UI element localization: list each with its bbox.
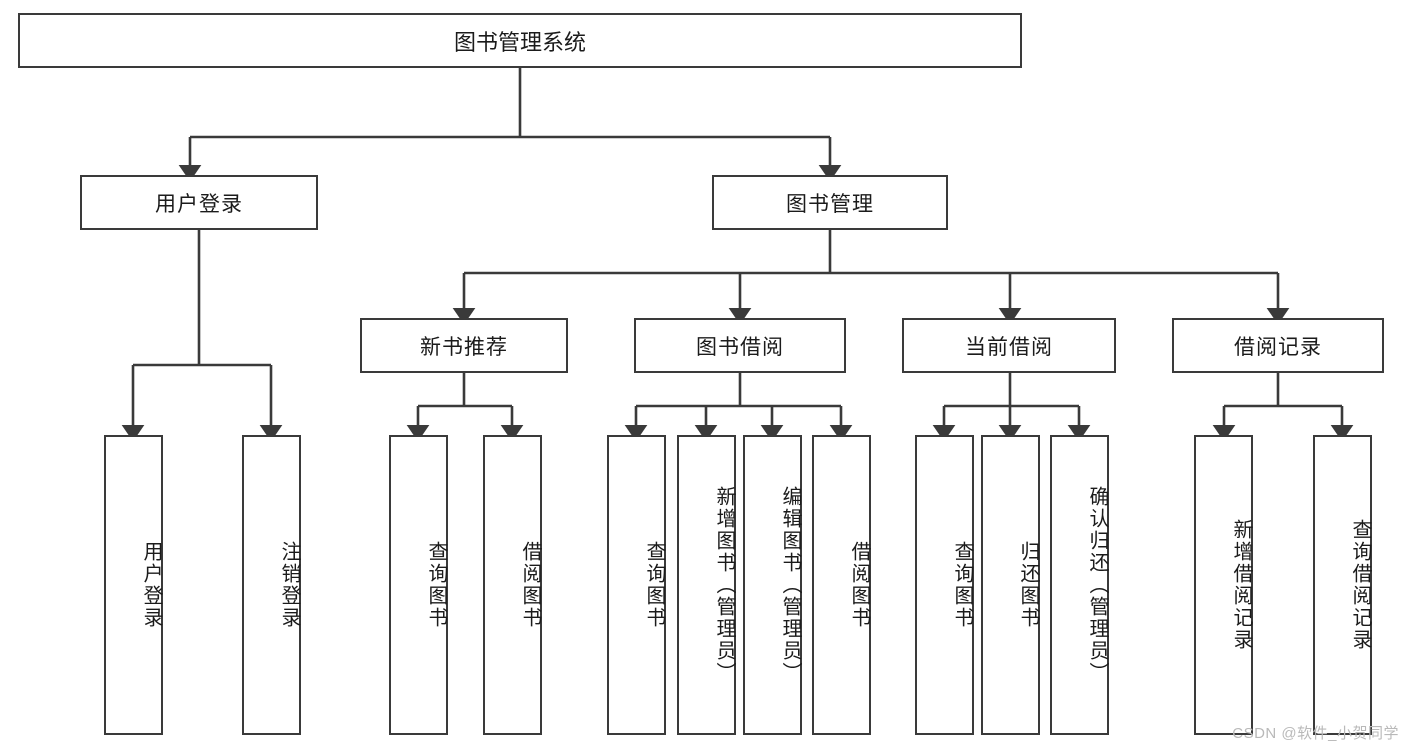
leaf-return-book[interactable]: 归还图书 [981, 435, 1040, 735]
leaf-query-book-current[interactable]: 查询图书 [915, 435, 974, 735]
leaf-add-borrow-record[interactable]: 新增借阅记录 [1194, 435, 1253, 735]
leaf-query-borrow-record[interactable]: 查询借阅记录 [1313, 435, 1372, 735]
leaf-user-login[interactable]: 用户登录 [104, 435, 163, 735]
node-root-system[interactable]: 图书管理系统 [18, 13, 1022, 68]
leaf-logout[interactable]: 注销登录 [242, 435, 301, 735]
leaf-query-book-recommend[interactable]: 查询图书 [389, 435, 448, 735]
node-new-book-recommend[interactable]: 新书推荐 [360, 318, 568, 373]
leaf-confirm-return-admin[interactable]: 确认归还（管理员） [1050, 435, 1109, 735]
leaf-borrow-book-recommend[interactable]: 借阅图书 [483, 435, 542, 735]
leaf-edit-book-admin[interactable]: 编辑图书（管理员） [743, 435, 802, 735]
node-current-borrow[interactable]: 当前借阅 [902, 318, 1116, 373]
node-book-borrow[interactable]: 图书借阅 [634, 318, 846, 373]
watermark: CSDN @软件_小贺同学 [1232, 725, 1399, 742]
leaf-add-book-admin[interactable]: 新增图书（管理员） [677, 435, 736, 735]
leaf-query-book-borrow[interactable]: 查询图书 [607, 435, 666, 735]
node-user-login[interactable]: 用户登录 [80, 175, 318, 230]
node-book-management[interactable]: 图书管理 [712, 175, 948, 230]
node-borrow-record[interactable]: 借阅记录 [1172, 318, 1384, 373]
leaf-borrow-book[interactable]: 借阅图书 [812, 435, 871, 735]
